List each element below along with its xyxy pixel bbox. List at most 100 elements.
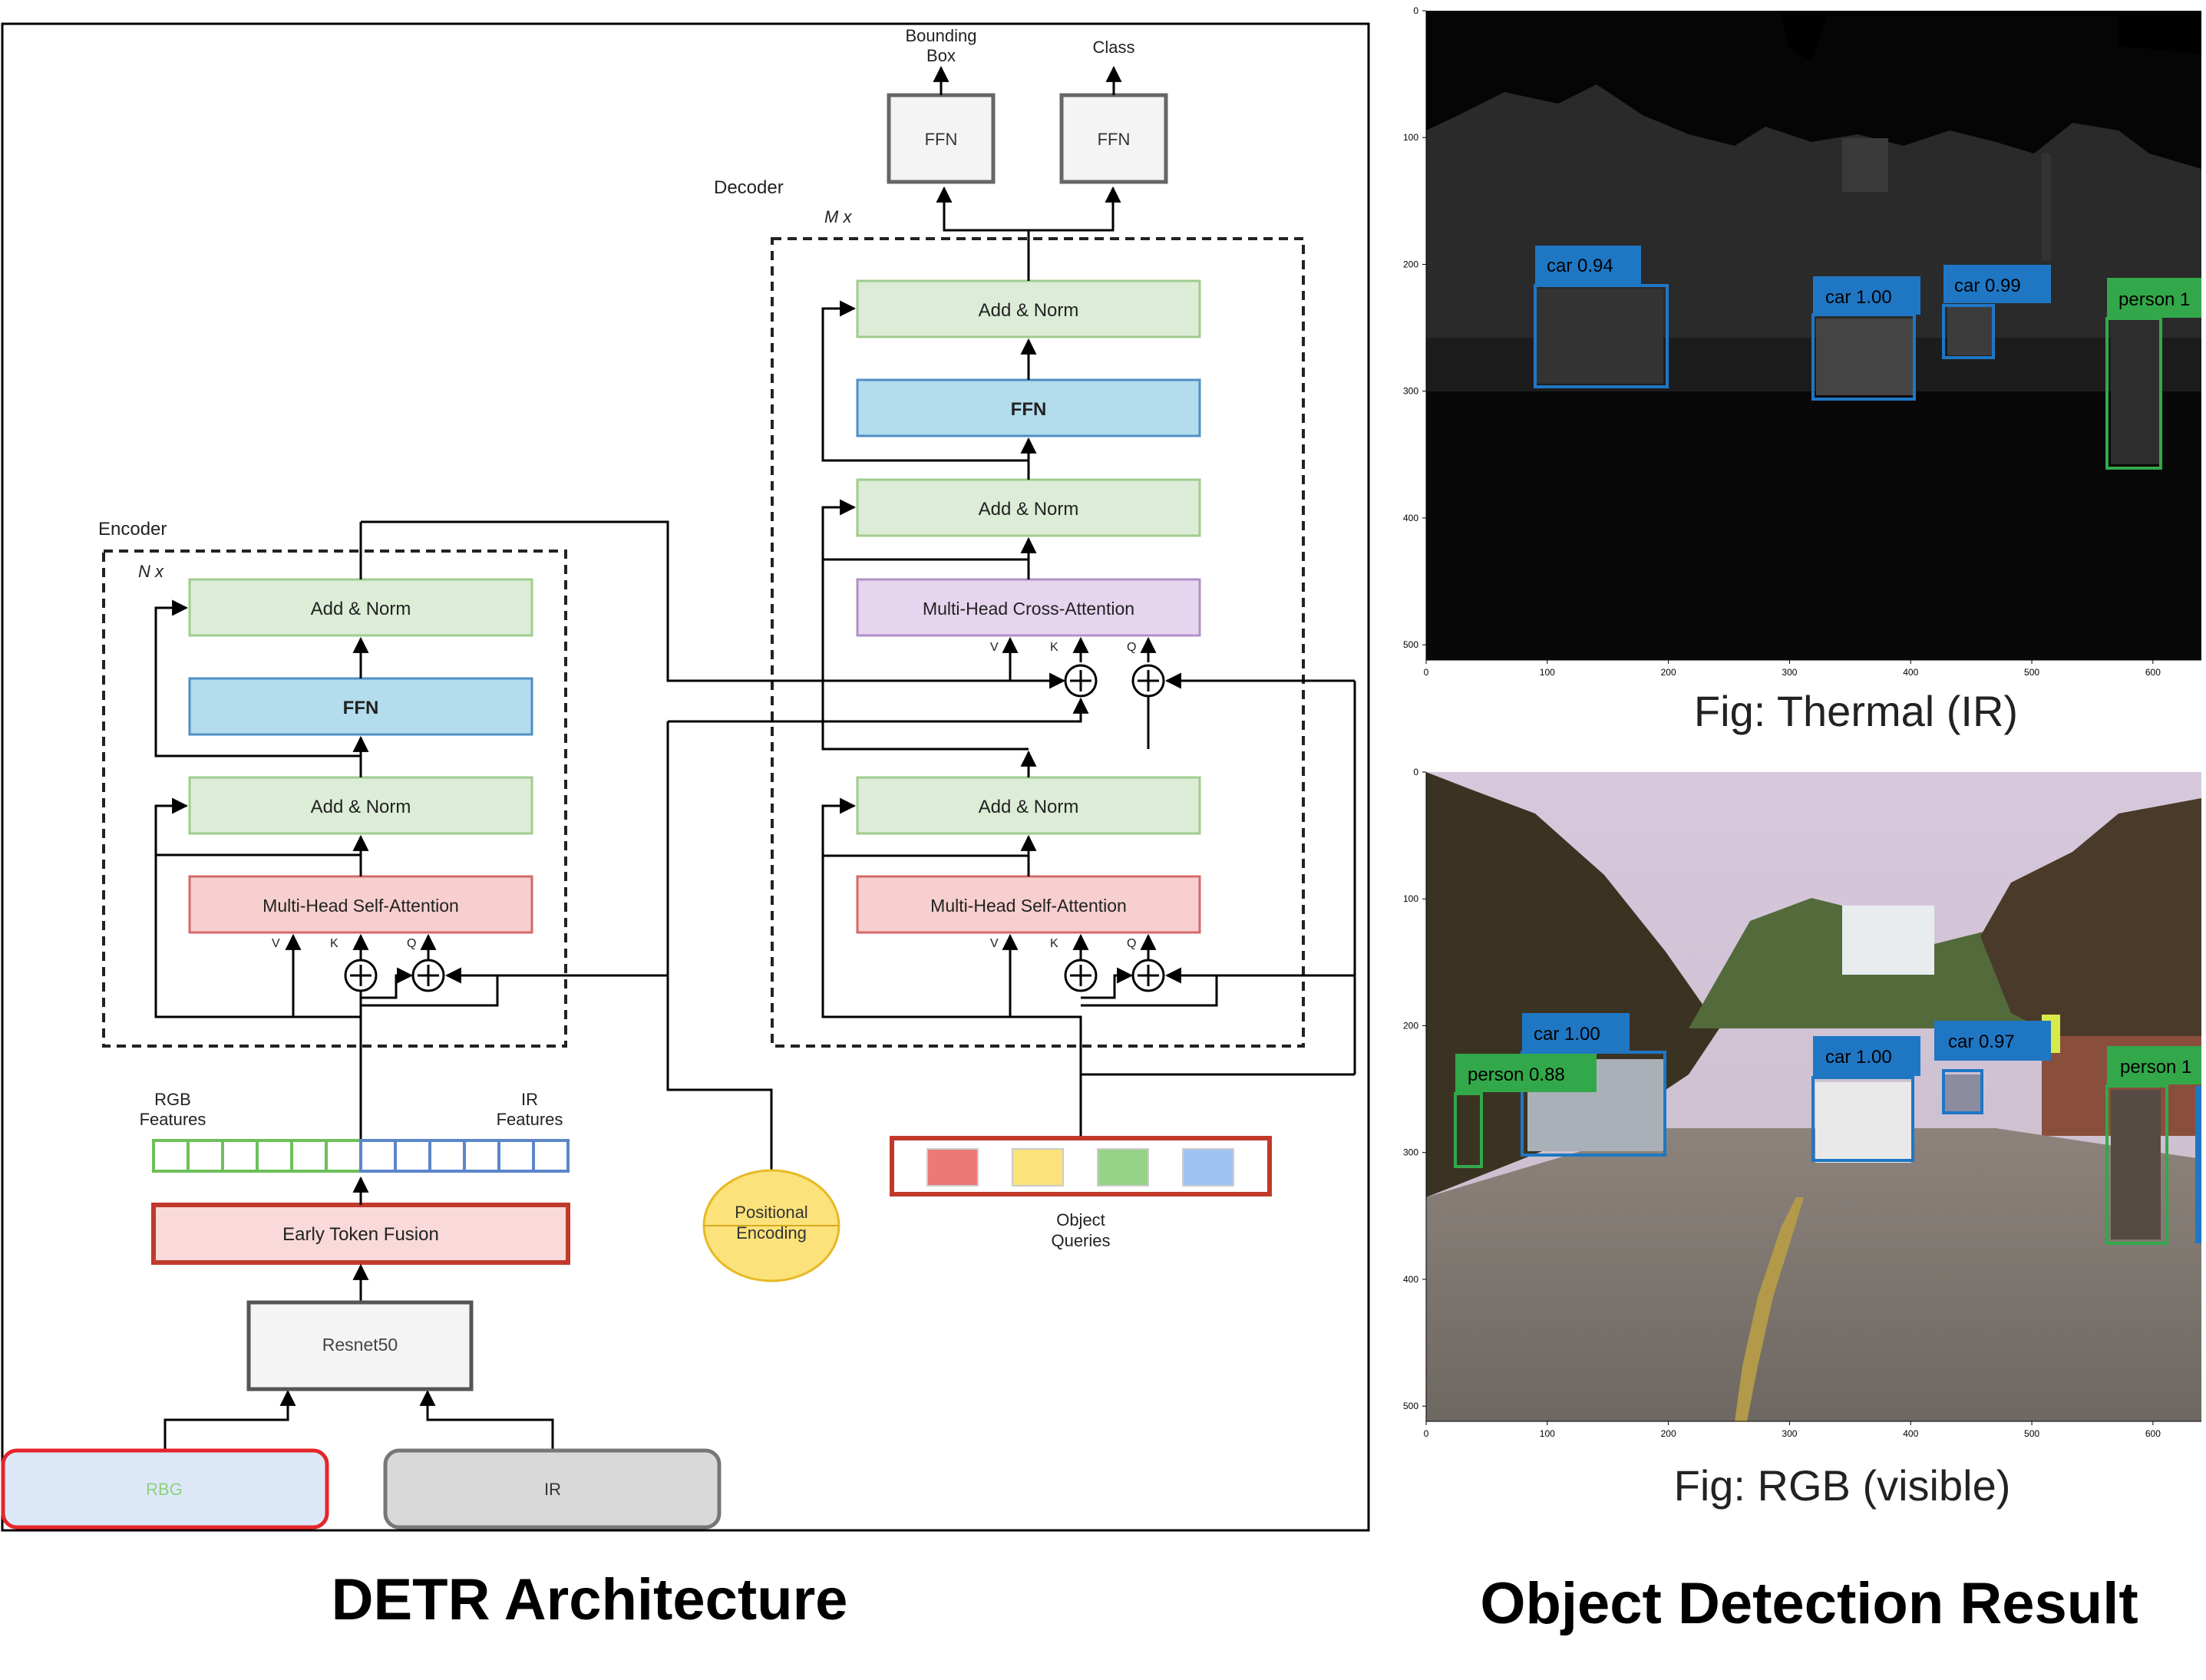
svg-text:car 0.94: car 0.94 <box>1547 256 1613 276</box>
object-query-token <box>1012 1148 1064 1187</box>
ir-features-label-2: Features <box>497 1110 563 1129</box>
y-tick-label: 400 <box>1403 1274 1418 1285</box>
rgb-features-label-1: RGB <box>154 1090 191 1109</box>
y-tick-label: 0 <box>1413 767 1418 777</box>
y-tick-label: 300 <box>1403 1147 1418 1158</box>
encoder-ffn: FFN <box>188 677 533 736</box>
y-tick-label: 500 <box>1403 639 1418 650</box>
svg-text:car 1.00: car 1.00 <box>1825 1047 1892 1068</box>
svg-text:Multi-Head Self-Attention: Multi-Head Self-Attention <box>930 896 1127 916</box>
object-queries: Object Queries <box>890 1136 1272 1250</box>
decoder-label: Decoder <box>714 177 784 198</box>
rgb-trees-right <box>1980 798 2201 1059</box>
thermal-result: car 0.94 car 1.00 car 0.99 person 1 0 100… <box>1403 5 2201 735</box>
y-tick-label: 400 <box>1403 513 1418 523</box>
rgb-token <box>256 1139 293 1173</box>
cross-q-label: Q <box>1127 641 1136 654</box>
svg-text:Encoding: Encoding <box>736 1223 807 1243</box>
svg-text:Multi-Head Self-Attention: Multi-Head Self-Attention <box>263 896 459 916</box>
svg-text:Queries: Queries <box>1051 1231 1110 1250</box>
rgb-token <box>221 1139 259 1173</box>
rgb-detection-person-2: person 1 <box>2105 1046 2201 1245</box>
cross-plus-q <box>1131 664 1165 698</box>
svg-text:Add & Norm: Add & Norm <box>311 797 411 817</box>
x-tick-label: 100 <box>1540 667 1555 678</box>
encoder-plus-q <box>411 959 445 992</box>
svg-text:FFN: FFN <box>925 130 958 149</box>
decoder-add-norm-2: Add & Norm <box>856 478 1201 537</box>
x-tick-label: 600 <box>2145 1428 2161 1439</box>
svg-text:Add & Norm: Add & Norm <box>979 499 1079 520</box>
svg-text:person 1: person 1 <box>2120 1057 2191 1078</box>
encoder-plus-k <box>344 959 378 992</box>
ir-token <box>497 1139 535 1173</box>
decoder-connectors <box>666 186 1356 1178</box>
x-tick-label: 100 <box>1540 1428 1555 1439</box>
early-token-fusion: Early Token Fusion <box>151 1203 570 1265</box>
svg-text:FFN: FFN <box>1011 399 1047 420</box>
x-tick-label: 300 <box>1782 1428 1797 1439</box>
encoder-add-norm-bottom: Add & Norm <box>188 776 533 835</box>
decoder-q-label: Q <box>1127 937 1136 950</box>
rgb-detection-car-1: car 1.00 <box>1521 1013 1666 1157</box>
rgb-feature-tokens <box>152 1139 362 1173</box>
encoder-v-label: V <box>272 937 280 950</box>
ffn-bbox: FFN <box>887 93 996 184</box>
ir-feature-tokens <box>359 1139 570 1173</box>
thermal-detection-person: person 1 <box>2105 278 2201 470</box>
svg-text:Add & Norm: Add & Norm <box>311 599 411 619</box>
rgb-detection-car-3: car 0.97 <box>1934 1015 2060 1114</box>
decoder-add-norm-1: Add & Norm <box>856 279 1201 338</box>
svg-text:Resnet50: Resnet50 <box>322 1335 398 1355</box>
cross-plus-k <box>1064 664 1098 698</box>
y-tick-label: 100 <box>1403 893 1418 904</box>
ir-token <box>532 1139 570 1173</box>
x-tick-label: 0 <box>1424 1428 1429 1439</box>
left-title: DETR Architecture <box>332 1567 848 1632</box>
right-title: Object Detection Result <box>1480 1571 2138 1636</box>
positional-encoding: Positional Encoding <box>702 1169 840 1282</box>
svg-text:Add & Norm: Add & Norm <box>979 300 1079 321</box>
rgb-token <box>290 1139 328 1173</box>
object-query-token <box>1097 1148 1149 1187</box>
decoder-ffn: FFN <box>856 378 1201 437</box>
decoder-cross-attention: Multi-Head Cross-Attention <box>856 578 1201 637</box>
encoder-nx-label: N x <box>138 562 164 581</box>
bounding-box-label-2: Box <box>926 46 956 65</box>
bounding-box-label-1: Bounding <box>906 26 977 45</box>
x-tick-label: 500 <box>2024 1428 2039 1439</box>
x-tick-label: 300 <box>1782 667 1797 678</box>
svg-text:person 1: person 1 <box>2118 289 2190 310</box>
svg-text:Multi-Head Cross-Attention: Multi-Head Cross-Attention <box>923 599 1134 619</box>
rgb-detection-car-2: car 1.00 <box>1811 1036 1920 1162</box>
y-tick-label: 500 <box>1403 1401 1418 1411</box>
rgb-token <box>187 1139 224 1173</box>
rgb-token <box>152 1139 190 1173</box>
object-query-token <box>1182 1148 1234 1187</box>
decoder-self-attention: Multi-Head Self-Attention <box>856 875 1201 934</box>
svg-text:Object: Object <box>1056 1210 1105 1229</box>
decoder-plus-k <box>1064 959 1098 992</box>
rgb-result: car 1.00 person 0.88 car 1.00 car 0.97 p… <box>1403 767 2201 1510</box>
ir-token <box>428 1139 466 1173</box>
x-tick-label: 400 <box>1903 1428 1918 1439</box>
svg-text:person 0.88: person 0.88 <box>1468 1064 1565 1085</box>
svg-text:car 0.97: car 0.97 <box>1948 1031 2015 1052</box>
rgb-features-label-2: Features <box>140 1110 206 1129</box>
y-tick-label: 200 <box>1403 259 1418 269</box>
x-tick-label: 0 <box>1424 667 1429 678</box>
encoder-add-norm-top: Add & Norm <box>188 578 533 637</box>
ir-token <box>394 1139 431 1173</box>
svg-text:FFN: FFN <box>1098 130 1131 149</box>
class-label: Class <box>1092 38 1134 57</box>
svg-text:FFN: FFN <box>343 698 379 718</box>
thermal-detection-car-3: car 0.99 <box>1942 265 2051 359</box>
encoder-box <box>102 550 567 1048</box>
decoder-k-label: K <box>1050 937 1058 950</box>
x-tick-label: 400 <box>1903 667 1918 678</box>
svg-text:car 1.00: car 1.00 <box>1825 287 1892 308</box>
rbg-input: RBG <box>1 1448 329 1530</box>
detr-diagram: Encoder N x Decoder M x Add & Norm FFN A… <box>1 22 1370 1532</box>
